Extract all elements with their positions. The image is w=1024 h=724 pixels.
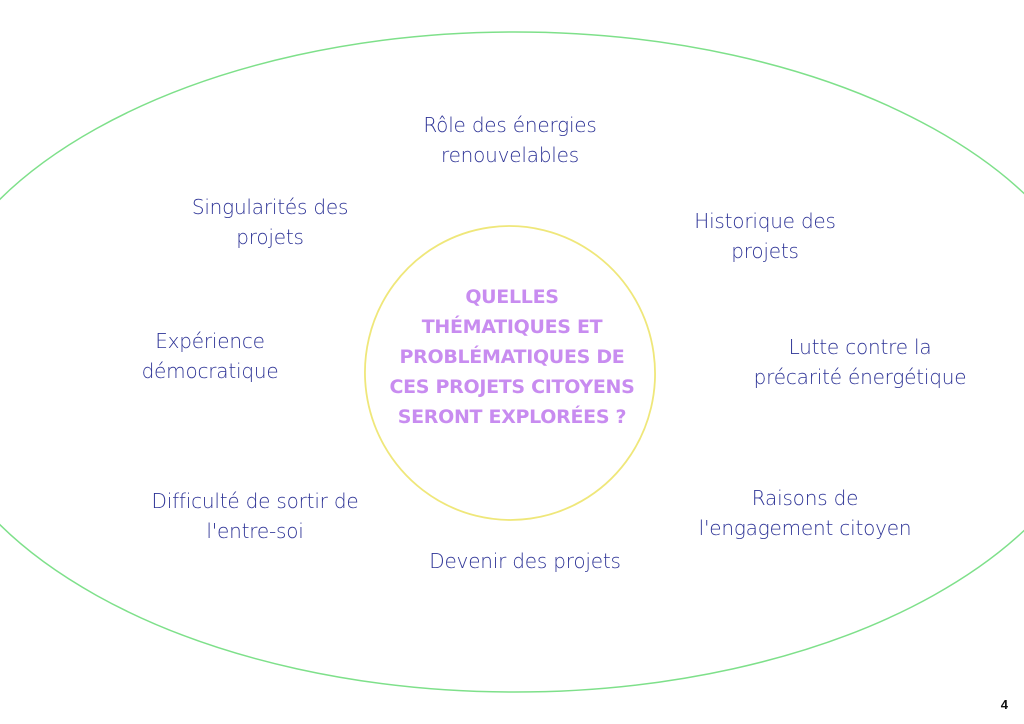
central-question-line: SERONT EXPLORÉES ? [397,406,627,428]
topic-line: l'entre-soi [206,519,304,543]
topic-devenir: Devenir des projets [410,546,640,576]
topic-precarite: Lutte contre la précarité énergétique [740,332,980,392]
topic-line: Singularités des [191,195,349,219]
central-question: QUELLES THÉMATIQUES ET PROBLÉMATIQUES DE… [366,282,658,432]
topic-line: Rôle des énergies [423,113,597,137]
topic-singularites: Singularités des projets [165,192,375,252]
topic-line: l'engagement citoyen [698,516,912,540]
topic-line: précarité énergétique [753,365,967,389]
page-number: 4 [1000,697,1008,712]
topic-line: renouvelables [440,143,579,167]
inner-ellipse [364,225,656,521]
topic-engagement: Raisons de l'engagement citoyen [685,483,925,543]
topic-role-energies: Rôle des énergies renouvelables [400,110,620,170]
central-question-line: THÉMATIQUES ET [421,316,603,338]
topic-line: Raisons de [751,486,859,510]
central-question-line: CES PROJETS CITOYENS [389,376,635,398]
topic-line: Expérience [155,329,265,353]
topic-historique: Historique des projets [660,206,870,266]
outer-ellipse [0,31,1024,693]
topic-line: Lutte contre la [788,335,932,359]
topic-line: Difficulté de sortir de [151,489,359,513]
topic-line: Devenir des projets [429,549,621,573]
topic-line: projets [731,239,799,263]
topic-line: démocratique [141,359,279,383]
central-question-line: QUELLES [465,286,559,308]
topic-line: projets [236,225,304,249]
central-question-line: PROBLÉMATIQUES DE [399,346,625,368]
topic-line: Historique des [694,209,836,233]
topic-experience-democratique: Expérience démocratique [110,326,310,386]
topic-entre-soi: Difficulté de sortir de l'entre-soi [135,486,375,546]
